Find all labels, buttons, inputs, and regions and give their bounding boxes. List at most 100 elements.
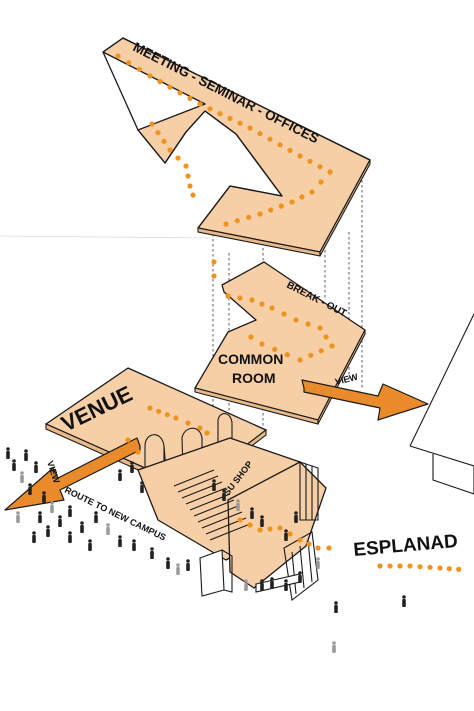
circulation-dot — [183, 163, 189, 169]
person-figure — [402, 595, 406, 607]
circulation-dot — [267, 526, 273, 532]
circulation-dot — [185, 420, 191, 426]
circulation-dot — [246, 214, 252, 220]
circulation-dot — [173, 415, 179, 421]
person-figure — [68, 531, 72, 543]
circulation-dot — [207, 106, 213, 112]
person-figure — [68, 505, 72, 517]
circulation-dot — [329, 343, 335, 349]
circulation-dot — [223, 221, 229, 227]
circulation-dot — [227, 115, 233, 121]
person-figure — [270, 577, 274, 589]
person-figure — [166, 557, 170, 569]
person-figure — [20, 471, 24, 483]
person-figure — [132, 539, 136, 551]
circulation-dot — [237, 517, 243, 523]
circulation-dot — [323, 334, 329, 340]
circulation-dot — [177, 90, 183, 96]
circulation-dot — [175, 155, 181, 161]
circulation-dot — [387, 563, 393, 569]
esplanade-label: ESPLANAD — [353, 531, 459, 561]
circulation-dot — [297, 537, 303, 543]
circulation-dot — [197, 425, 203, 431]
circulation-dot — [289, 199, 295, 205]
circulation-dot — [115, 53, 121, 59]
person-figure — [106, 523, 110, 535]
circulation-dot — [427, 564, 433, 570]
person-figure — [316, 557, 320, 569]
view-arrow-right — [301, 379, 429, 421]
circulation-dot — [136, 66, 142, 72]
circulation-dot — [308, 352, 314, 358]
person-figure — [46, 525, 50, 537]
person-figure — [176, 563, 180, 575]
person-figure — [58, 515, 62, 527]
circulation-dot — [135, 449, 141, 455]
person-figure — [284, 529, 288, 541]
circulation-dot — [293, 317, 299, 323]
person-figure — [294, 511, 298, 523]
person-figure — [244, 579, 248, 591]
circulation-dot — [317, 164, 323, 170]
person-figure — [260, 515, 264, 527]
person-figure — [140, 481, 144, 493]
person-figure — [222, 489, 226, 501]
circulation-dot — [287, 147, 293, 153]
circulation-dot — [249, 297, 255, 303]
circulation-dot — [237, 295, 243, 301]
circulation-dot — [259, 341, 265, 347]
circulation-dot — [147, 405, 153, 411]
circulation-dot — [157, 79, 163, 85]
circulation-dot — [277, 525, 283, 531]
person-figure — [24, 449, 28, 461]
person-figure — [42, 491, 46, 503]
circulation-dot — [237, 120, 243, 126]
person-figure — [186, 559, 190, 571]
person-figure — [94, 511, 98, 523]
people-figures — [6, 447, 406, 653]
circulation-dot — [211, 273, 217, 279]
circulation-dot — [284, 352, 290, 358]
person-figure — [88, 539, 92, 551]
person-figure — [34, 461, 38, 473]
person-figure — [118, 469, 122, 481]
person-figure — [32, 531, 36, 543]
circulation-dot — [317, 325, 323, 331]
construction-line — [0, 235, 211, 239]
circulation-dot — [327, 169, 333, 175]
person-figure — [38, 511, 42, 523]
common-label: COMMON — [218, 351, 283, 367]
circulation-dot — [417, 564, 423, 570]
person-figure — [80, 521, 84, 533]
circulation-dot — [164, 412, 170, 418]
circulation-dot — [190, 192, 196, 198]
circulation-dot — [211, 259, 217, 265]
person-figure — [250, 507, 254, 519]
circulation-dot — [437, 565, 443, 571]
circulation-dot — [247, 125, 253, 131]
person-figure — [334, 601, 338, 613]
person-figure — [212, 479, 216, 491]
circulation-dot — [257, 131, 263, 137]
circulation-dot — [248, 334, 254, 340]
circulation-dot — [456, 566, 462, 572]
person-figure — [50, 501, 54, 513]
circulation-dot — [257, 527, 263, 533]
floor-common-room — [194, 261, 366, 425]
circulation-dot — [397, 563, 403, 569]
circulation-dot — [147, 73, 153, 79]
circulation-dot — [318, 348, 324, 354]
circulation-dot — [149, 121, 155, 127]
circulation-dot — [234, 218, 240, 224]
circulation-dot — [187, 183, 193, 189]
circulation-dot — [161, 138, 167, 144]
circulation-dot — [318, 179, 324, 185]
circulation-dot — [259, 301, 265, 307]
circulation-dot — [287, 531, 293, 537]
person-figure — [28, 483, 32, 495]
circulation-dot — [278, 203, 284, 209]
circulation-dot — [297, 153, 303, 159]
circulation-dot — [305, 321, 311, 327]
person-figure — [236, 499, 240, 511]
